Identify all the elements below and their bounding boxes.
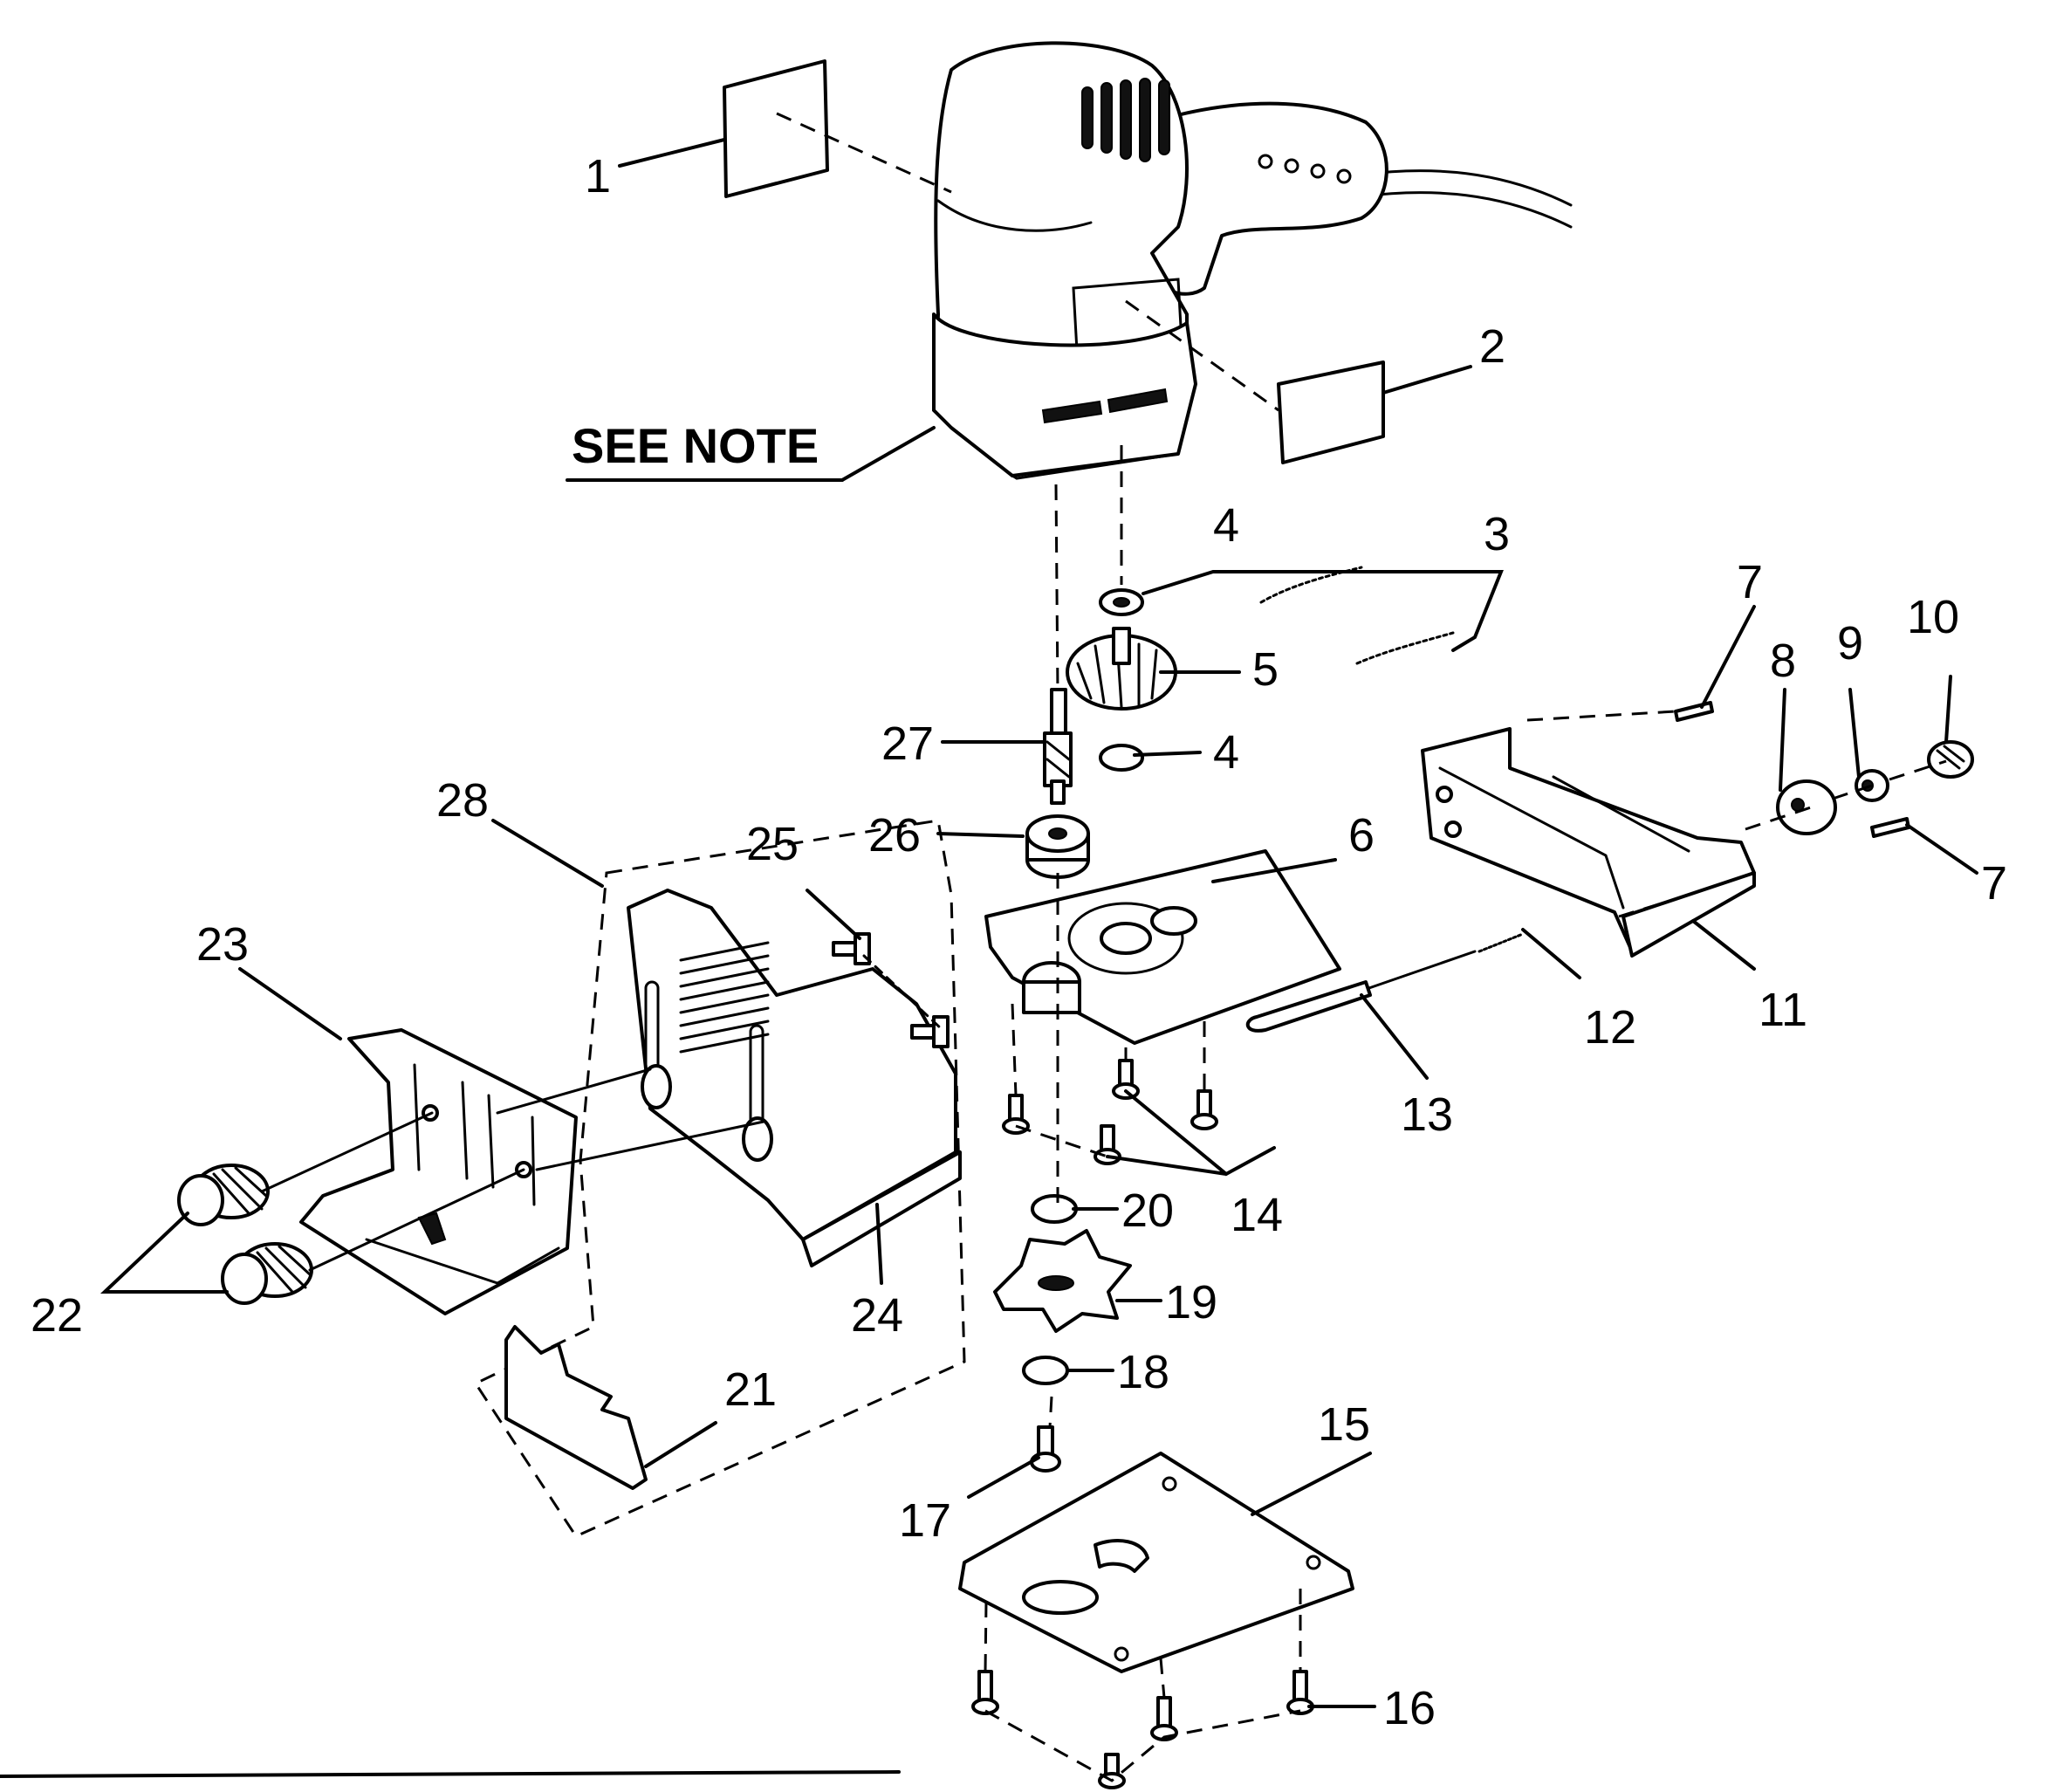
callout-4a: 4 bbox=[1213, 499, 1239, 552]
washer-20 bbox=[1031, 1194, 1078, 1224]
callout-2: 2 bbox=[1479, 320, 1505, 373]
callout-23: 23 bbox=[196, 918, 249, 971]
gear-5 bbox=[1066, 627, 1177, 711]
callout-1: 1 bbox=[585, 150, 611, 203]
callout-7a: 7 bbox=[1737, 556, 1763, 608]
callout-7b: 7 bbox=[1981, 857, 2007, 910]
screw-7b bbox=[1870, 817, 1910, 838]
label-plate-1 bbox=[723, 59, 829, 198]
see-note-label: SEE NOTE bbox=[572, 418, 819, 473]
bracket-23 bbox=[299, 1028, 578, 1315]
callout-10: 10 bbox=[1907, 591, 1959, 643]
knobs-22 bbox=[177, 1164, 313, 1305]
callout-28: 28 bbox=[436, 774, 489, 827]
plate-21 bbox=[504, 1325, 648, 1490]
callout-17: 17 bbox=[899, 1494, 951, 1547]
callout-27: 27 bbox=[881, 717, 934, 770]
callout-4b: 4 bbox=[1213, 726, 1239, 779]
callout-19: 19 bbox=[1165, 1276, 1217, 1329]
callout-8: 8 bbox=[1770, 635, 1796, 687]
callout-12: 12 bbox=[1584, 1001, 1636, 1054]
callout-3: 3 bbox=[1484, 508, 1510, 560]
spring-12 bbox=[1478, 932, 1525, 953]
callout-5: 5 bbox=[1252, 643, 1279, 696]
motor-housing bbox=[932, 41, 1573, 480]
callout-24: 24 bbox=[851, 1289, 903, 1342]
screw-7a bbox=[1674, 701, 1714, 722]
spindle-27 bbox=[1043, 688, 1073, 805]
callout-9: 9 bbox=[1837, 617, 1863, 669]
fence-11 bbox=[1421, 727, 1756, 958]
bearing-26 bbox=[1025, 814, 1090, 879]
washer-18 bbox=[1022, 1356, 1069, 1385]
callout-20: 20 bbox=[1121, 1184, 1174, 1237]
callout-25: 25 bbox=[746, 818, 799, 870]
screws-14 bbox=[1002, 1059, 1218, 1165]
rod-13 bbox=[1245, 980, 1372, 1033]
callout-15: 15 bbox=[1318, 1398, 1370, 1451]
callout-26: 26 bbox=[868, 809, 921, 862]
callout-18: 18 bbox=[1117, 1346, 1169, 1398]
callout-13: 13 bbox=[1401, 1088, 1453, 1141]
callout-21: 21 bbox=[724, 1363, 777, 1416]
screws-16 bbox=[971, 1670, 1314, 1789]
label-plate-2 bbox=[1277, 360, 1385, 464]
knob-8 bbox=[1776, 779, 1837, 835]
leader-lines bbox=[99, 138, 1978, 1708]
assembly-lines bbox=[260, 112, 1947, 1782]
base-plate-6 bbox=[984, 849, 1341, 1045]
callout-16: 16 bbox=[1383, 1682, 1436, 1734]
callout-6: 6 bbox=[1348, 809, 1375, 862]
assembly-28-outline bbox=[473, 819, 966, 1538]
callout-11: 11 bbox=[1759, 984, 1807, 1036]
bottom-plate-15 bbox=[958, 1452, 1354, 1673]
callout-14: 14 bbox=[1231, 1189, 1283, 1241]
screws-25 bbox=[832, 932, 950, 1048]
callout-22: 22 bbox=[31, 1289, 83, 1342]
knob-10 bbox=[1927, 740, 1974, 779]
callout-numbers: 1 2 3 4 4 5 6 7 7 8 9 10 11 12 13 14 15 … bbox=[31, 150, 2007, 1734]
washer-4b bbox=[1099, 744, 1144, 772]
springs bbox=[1259, 566, 1455, 665]
guide-24 bbox=[627, 889, 962, 1267]
bottom-rule bbox=[0, 1770, 901, 1778]
screw-17 bbox=[1030, 1425, 1061, 1473]
